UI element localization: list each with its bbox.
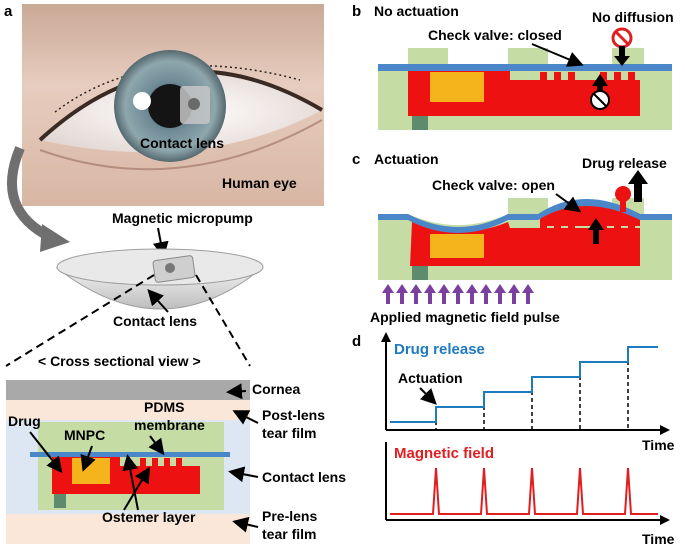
drug-arrow-icon [29, 431, 63, 474]
check-valve-closed-label: Check valve: closed [428, 27, 562, 43]
field-arrow-shaft [484, 292, 488, 304]
actuation-diagram [378, 186, 672, 280]
field-arrow-head-icon [522, 284, 534, 293]
field-arrow-head-icon [410, 284, 422, 293]
field-arrow-shaft [470, 292, 474, 304]
pre-lens-label-2: tear film [262, 526, 316, 542]
curved-arrow-icon [7, 146, 55, 243]
ostemer-label: Ostemer layer [102, 509, 196, 525]
panel-b-title: No actuation [374, 3, 459, 19]
field-arrow-head-icon [480, 284, 492, 293]
pre-lens-label-1: Pre-lens [262, 508, 317, 524]
release-y-axis-arrow-icon [381, 332, 391, 342]
time-label-bottom: Time [642, 531, 675, 547]
field-arrow-shaft [428, 292, 432, 304]
lens-label: Contact lens [113, 313, 197, 329]
panel-c-title: Actuation [374, 151, 439, 167]
no-diffusion-icon [611, 27, 633, 66]
release-x-axis-arrow-icon [660, 425, 670, 435]
human-eye-label: Human eye [222, 175, 297, 191]
mnpc-arrow-icon [80, 445, 96, 472]
drug-label: Drug [8, 413, 41, 429]
blocked-valve-icon [590, 74, 610, 110]
micropump-label: Magnetic micropump [112, 210, 253, 226]
pdms-label-1: PDMS [144, 399, 184, 415]
ostemer-arrow-icon-2 [122, 454, 139, 511]
eye-photo [22, 4, 324, 206]
magnetic-field-chart-label: Magnetic field [394, 445, 494, 462]
field-caption: Applied magnetic field pulse [370, 309, 560, 325]
check-valve-closed-arrow-icon [531, 43, 584, 67]
pdms-label-2: membrane [134, 417, 205, 433]
field-arrow-head-icon [382, 284, 394, 293]
field-arrow-shaft [442, 292, 446, 304]
curved-arrow-head-icon [40, 224, 70, 252]
time-label-top: Time [642, 437, 675, 453]
panel-b-letter: b [352, 3, 361, 20]
field-arrow-head-icon [396, 284, 408, 293]
field-arrow-shaft [526, 292, 530, 304]
drug-release-chart-label: Drug release [394, 341, 485, 358]
check-valve-open-label: Check valve: open [432, 177, 555, 193]
panel-d-letter: d [352, 333, 361, 350]
drug-release-label: Drug release [582, 155, 667, 171]
mnpc-label: MNPC [64, 427, 105, 443]
actuation-arrow-icon [419, 387, 437, 405]
field-arrow-head-icon [452, 284, 464, 293]
field-arrow-head-icon [424, 284, 436, 293]
contact-lens-photo-label: Contact lens [140, 135, 224, 151]
pre-lens-arrow-icon [232, 516, 259, 533]
flow-up-arrow-icon [588, 218, 604, 244]
drug-release-line [390, 346, 658, 423]
drug-release-chart [381, 332, 670, 435]
post-lens-label-2: tear film [262, 425, 316, 441]
field-x-axis-arrow-icon [660, 515, 670, 525]
zoom-line-left [5, 274, 155, 367]
no-actuation-diagram [378, 48, 672, 130]
field-arrow-shaft [386, 292, 390, 304]
panel-c-letter: c [352, 151, 360, 168]
magnetic-field-chart [385, 442, 670, 525]
magnetic-field-arrows [382, 284, 534, 304]
field-arrow-shaft [414, 292, 418, 304]
magnetic-field-line [390, 467, 658, 515]
contact-lens-bowl [55, 248, 264, 310]
field-arrow-shaft [498, 292, 502, 304]
zoom-line-right [195, 274, 251, 367]
field-arrow-head-icon [508, 284, 520, 293]
post-lens-label-1: Post-lens [262, 407, 325, 423]
lens-arrow-icon [147, 289, 169, 313]
field-arrow-shaft [400, 292, 404, 304]
panel-a-letter: a [4, 3, 13, 20]
ostemer-arrow-icon-1 [123, 466, 151, 511]
actuation-label: Actuation [398, 370, 463, 386]
cornea-arrow-icon [226, 383, 247, 400]
field-arrow-head-icon [494, 284, 506, 293]
field-arrow-head-icon [438, 284, 450, 293]
field-arrow-head-icon [466, 284, 478, 293]
release-up-arrow-icon [628, 170, 648, 202]
post-lens-arrow-icon [232, 410, 259, 425]
field-arrow-shaft [512, 292, 516, 304]
field-arrow-shaft [456, 292, 460, 304]
cross-section-title: < Cross sectional view > [38, 353, 201, 369]
contact-lens-section-label: Contact lens [262, 469, 346, 485]
contact-lens-arrow-icon [228, 466, 259, 483]
check-valve-open-arrow-icon [555, 193, 582, 213]
no-diffusion-label: No diffusion [592, 9, 674, 25]
pdms-arrow-icon [148, 435, 165, 456]
cornea-label: Cornea [252, 381, 300, 397]
